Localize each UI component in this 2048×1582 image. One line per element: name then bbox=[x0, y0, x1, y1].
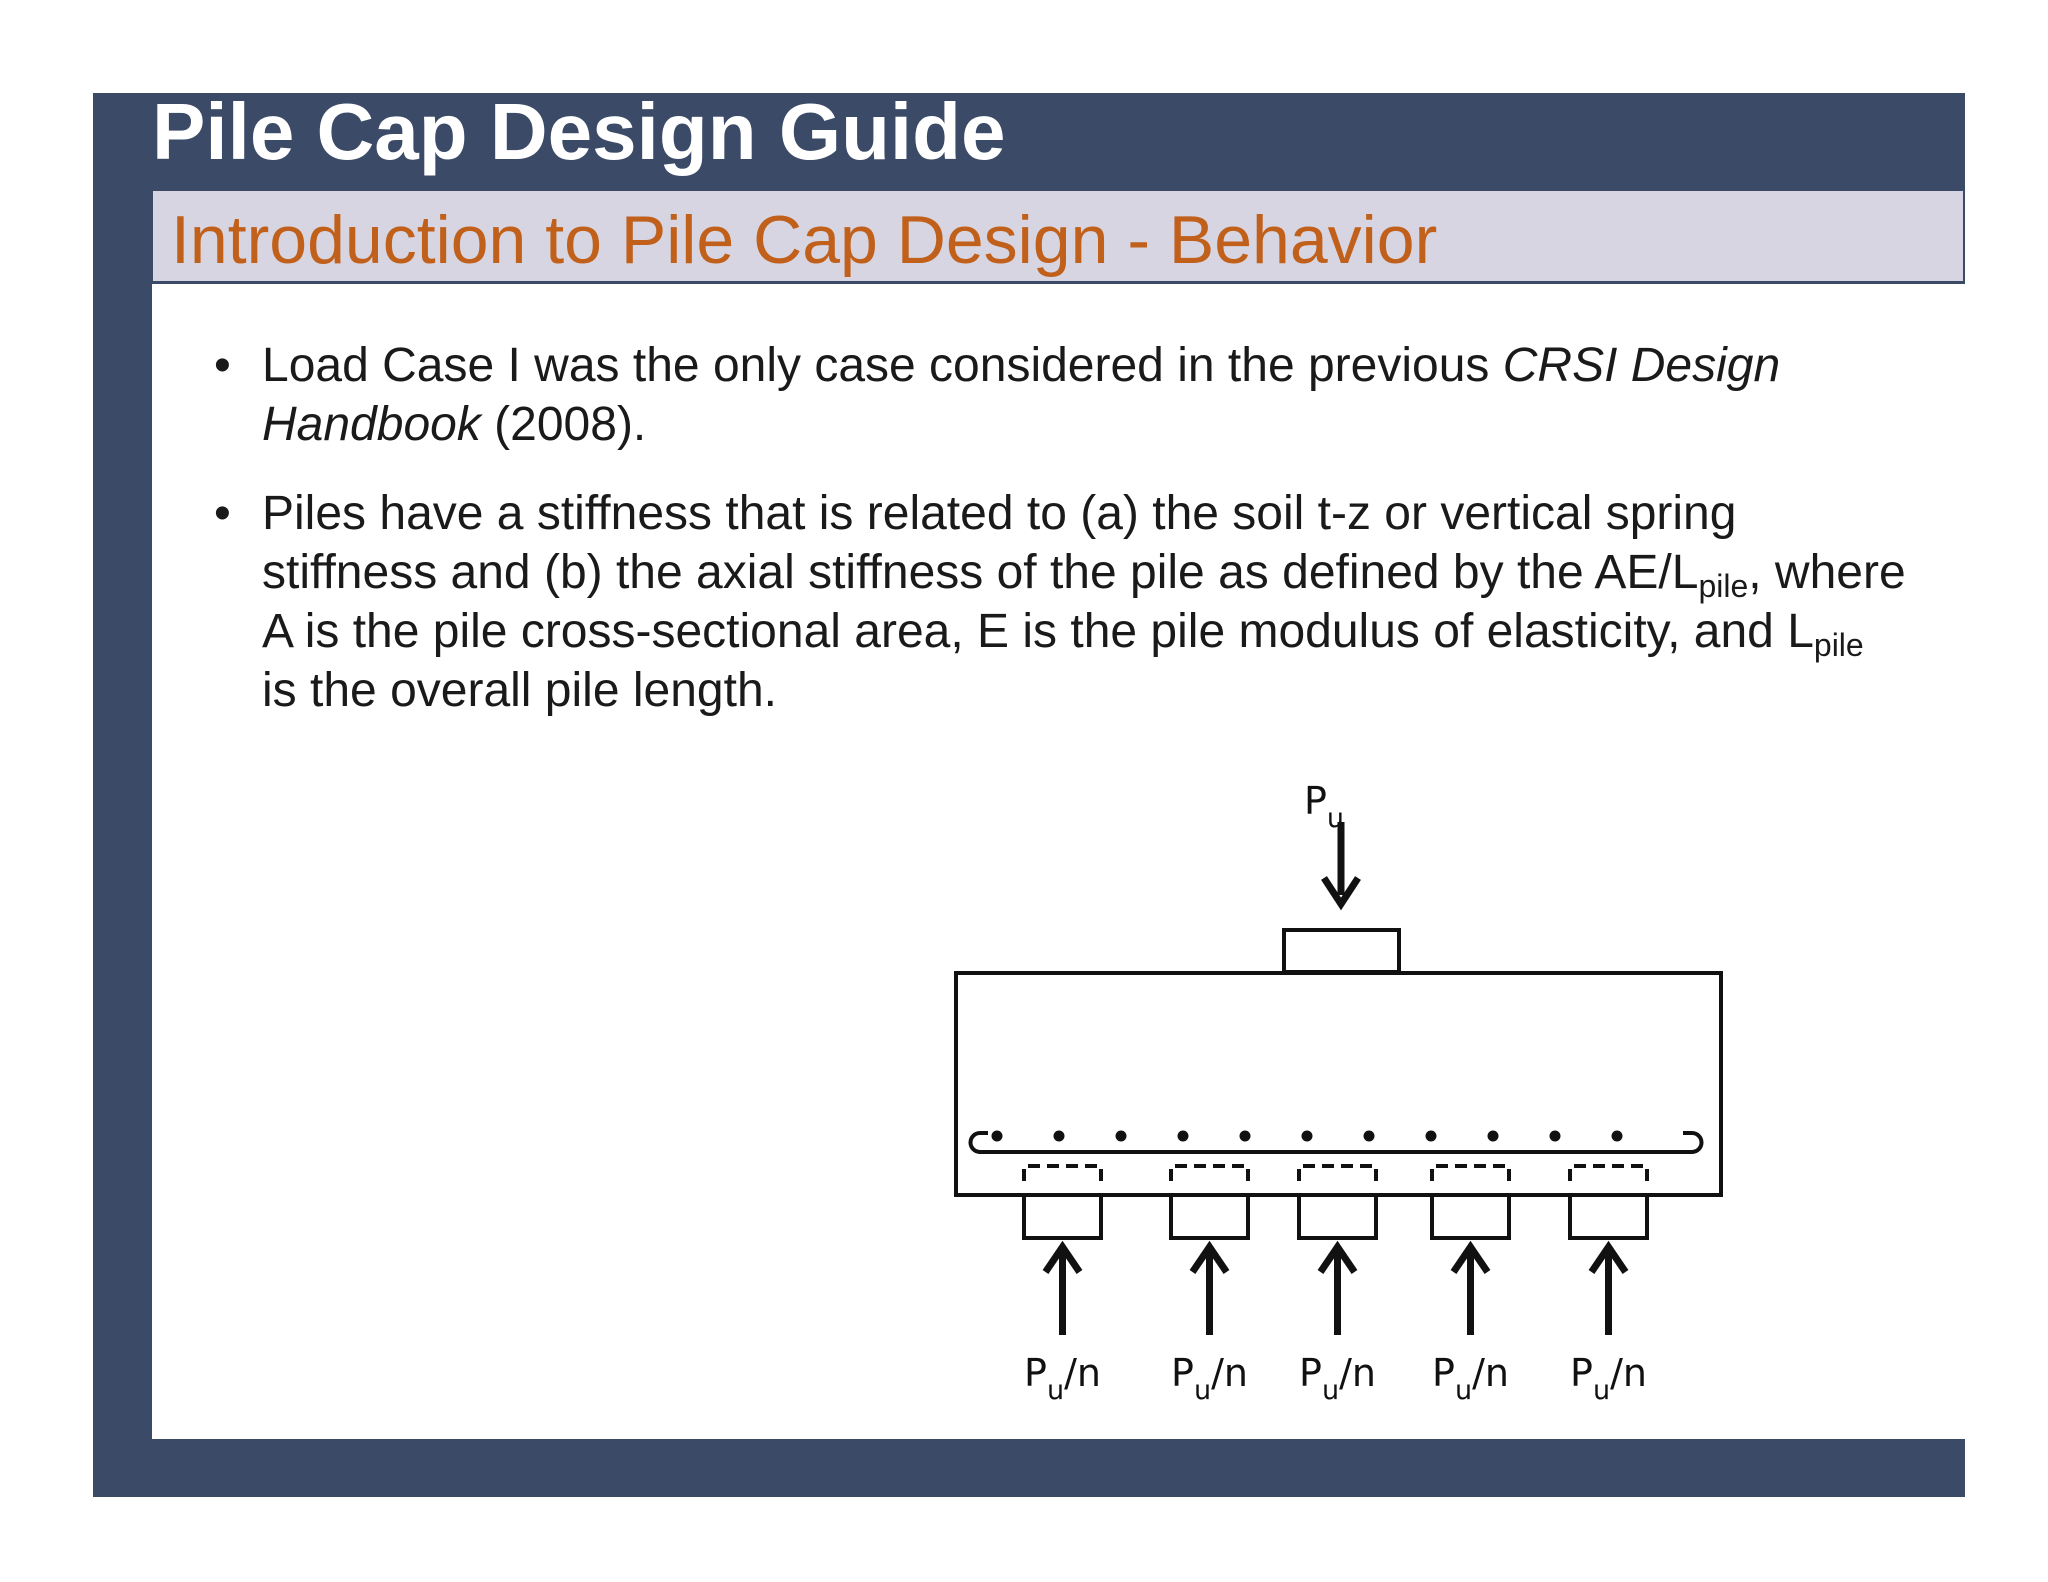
reaction-label-main: P bbox=[1024, 1351, 1047, 1395]
bullet-list: • Load Case I was the only case consider… bbox=[210, 336, 1910, 750]
pile-embedment bbox=[1430, 1164, 1511, 1181]
pile-embedment bbox=[1169, 1164, 1250, 1181]
applied-load-arrowhead bbox=[1321, 876, 1361, 911]
bullet-item: • Load Case I was the only case consider… bbox=[210, 336, 1910, 454]
reaction-arrowhead bbox=[1450, 1240, 1491, 1274]
rebar-dot bbox=[991, 1130, 1003, 1142]
subscript: pile bbox=[1813, 627, 1864, 663]
subtitle-bar: Introduction to Pile Cap Design - Behavi… bbox=[152, 190, 1964, 282]
subscript: pile bbox=[1698, 568, 1749, 604]
pile: Pu/n bbox=[1169, 1164, 1250, 1406]
reaction-label: Pu/n bbox=[1171, 1351, 1248, 1406]
pile-shaft bbox=[1430, 1193, 1511, 1240]
rebar-dots bbox=[991, 1130, 1623, 1142]
bullet-italic-text: CRSI Design Handbook bbox=[262, 339, 1781, 451]
rebar-dot bbox=[1611, 1130, 1623, 1142]
reaction-label: Pu/n bbox=[1024, 1351, 1101, 1406]
reaction-label-sub: u bbox=[1593, 1375, 1610, 1406]
reaction-label-sub: u bbox=[1322, 1375, 1339, 1406]
rebar-dot bbox=[1301, 1130, 1313, 1142]
rebar-dot bbox=[1053, 1130, 1065, 1142]
pile-shaft bbox=[1297, 1193, 1378, 1240]
reaction-label-sub: u bbox=[1455, 1375, 1472, 1406]
rebar-dot bbox=[1115, 1130, 1127, 1142]
pile-embedment bbox=[1022, 1164, 1103, 1181]
rebar-dot bbox=[1487, 1130, 1499, 1142]
slide-content-area bbox=[152, 284, 1965, 1439]
reaction-label: Pu/n bbox=[1570, 1351, 1647, 1406]
reaction-label-suffix: /n bbox=[1610, 1351, 1647, 1395]
reaction-label-sub: u bbox=[1194, 1375, 1211, 1406]
reaction-arrowhead bbox=[1588, 1240, 1629, 1274]
reaction-label-sub: u bbox=[1047, 1375, 1064, 1406]
rebar-dot bbox=[1363, 1130, 1375, 1142]
bullet-marker: • bbox=[214, 339, 231, 392]
bullet-text: (2008). bbox=[480, 398, 647, 451]
pile: Pu/n bbox=[1297, 1164, 1378, 1406]
reaction-label-suffix: /n bbox=[1064, 1351, 1101, 1395]
reaction-label-main: P bbox=[1570, 1351, 1593, 1395]
pile: Pu/n bbox=[1568, 1164, 1649, 1406]
pile-shaft bbox=[1022, 1193, 1103, 1240]
rebar-hook-right bbox=[1683, 1131, 1704, 1154]
slide-title: Pile Cap Design Guide bbox=[152, 87, 1006, 176]
rebar-dot bbox=[1239, 1130, 1251, 1142]
pile-embedment bbox=[1568, 1164, 1649, 1181]
bottom-reinforcement bbox=[968, 1131, 1704, 1154]
reaction-label-suffix: /n bbox=[1472, 1351, 1509, 1395]
rebar-dot bbox=[1177, 1130, 1189, 1142]
pile-cap bbox=[954, 971, 1723, 1197]
column-stub bbox=[1282, 928, 1401, 974]
reaction-arrowhead bbox=[1042, 1240, 1083, 1274]
reaction-arrowhead bbox=[1317, 1240, 1358, 1274]
rebar-hook-left bbox=[968, 1131, 988, 1154]
bullet-text: , where A is the pile cross-sectional ar… bbox=[262, 546, 1906, 658]
pile: Pu/n bbox=[1022, 1164, 1103, 1406]
bullet-text: is the overall pile length. bbox=[262, 664, 777, 717]
reaction-label: Pu/n bbox=[1299, 1351, 1376, 1406]
bullet-item: • Piles have a stiffness that is related… bbox=[210, 484, 1910, 720]
applied-load: Pu bbox=[1304, 779, 1361, 911]
slide-subtitle: Introduction to Pile Cap Design - Behavi… bbox=[171, 202, 1438, 278]
pile-embedment bbox=[1297, 1164, 1378, 1181]
pile-shaft bbox=[1169, 1193, 1250, 1240]
reaction-label-main: P bbox=[1299, 1351, 1322, 1395]
reaction-label-main: P bbox=[1171, 1351, 1194, 1395]
pile-shaft bbox=[1568, 1193, 1649, 1240]
bullet-text: Load Case I was the only case considered… bbox=[262, 339, 1503, 392]
reaction-label-suffix: /n bbox=[1211, 1351, 1248, 1395]
rebar-dot bbox=[1425, 1130, 1437, 1142]
reaction-label-suffix: /n bbox=[1339, 1351, 1376, 1395]
bullet-text: Piles have a stiffness that is related t… bbox=[262, 487, 1737, 599]
reaction-arrowhead bbox=[1189, 1240, 1230, 1274]
rebar-dot bbox=[1549, 1130, 1561, 1142]
pile: Pu/n bbox=[1430, 1164, 1511, 1406]
reaction-label-main: P bbox=[1432, 1351, 1455, 1395]
reaction-label: Pu/n bbox=[1432, 1351, 1509, 1406]
bullet-marker: • bbox=[214, 487, 231, 540]
